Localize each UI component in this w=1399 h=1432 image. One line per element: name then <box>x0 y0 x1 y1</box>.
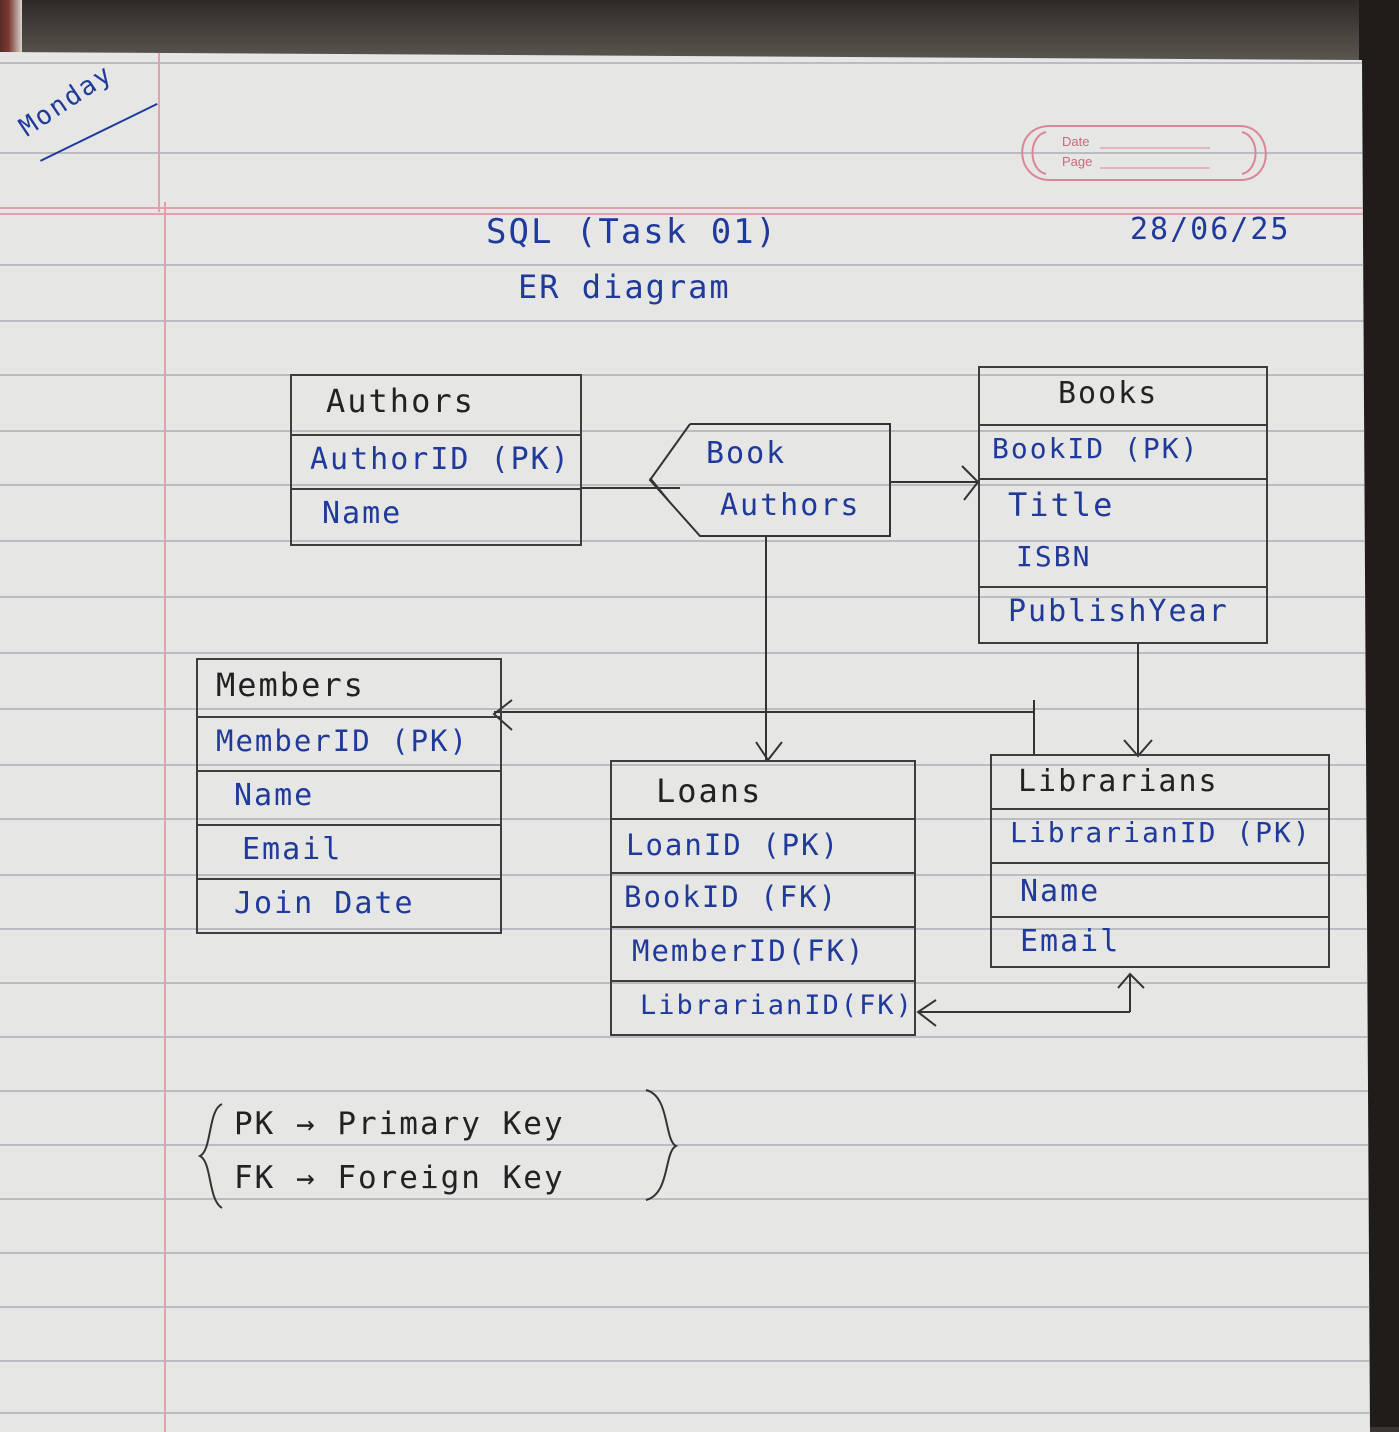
crowfoot-members <box>492 699 513 731</box>
ruled-line <box>0 1198 1370 1200</box>
ruled-line <box>0 982 1370 984</box>
ruled-line <box>0 320 1370 322</box>
table-row: Email <box>992 916 1328 968</box>
margin-line-vertical <box>158 52 160 212</box>
ruled-line <box>0 1252 1370 1254</box>
table-row: Name <box>292 488 580 544</box>
members-field: Name <box>234 778 315 813</box>
books-title: Books <box>1058 376 1159 411</box>
librarians-field: Name <box>1020 874 1101 909</box>
stamp-page-label: Page <box>1062 154 1093 169</box>
crowfoot-loans-librarian <box>916 999 937 1027</box>
ruled-line <box>0 874 1370 876</box>
book-authors-line1: Book <box>706 436 787 471</box>
loans-field: MemberID(FK) <box>632 934 866 968</box>
table-row: Email <box>198 824 500 880</box>
arrow-librarians <box>1117 972 1145 989</box>
members-table: Members MemberID (PK) Name Email Join Da… <box>196 658 502 934</box>
margin-line-vertical <box>164 202 166 1432</box>
ruled-line <box>0 1306 1370 1308</box>
ruled-line <box>0 1036 1370 1038</box>
table-row: PublishYear <box>980 586 1266 642</box>
members-field: Join Date <box>234 886 415 921</box>
table-row: LibrarianID(FK) <box>612 980 914 1036</box>
books-field: PublishYear <box>1008 594 1229 629</box>
ruled-line <box>0 1090 1370 1092</box>
authors-field: AuthorID (PK) <box>310 442 571 477</box>
authors-title: Authors <box>326 382 475 420</box>
page-subtitle: ER diagram <box>518 268 731 306</box>
loans-title: Loans <box>656 772 763 810</box>
book-authors-outline <box>648 423 891 537</box>
loans-field: BookID (FK) <box>624 880 839 914</box>
table-row: BookID (FK) <box>612 872 914 928</box>
ruled-line <box>0 708 1370 710</box>
librarians-field: LibrarianID (PK) <box>1010 816 1312 849</box>
table-row: AuthorID (PK) <box>292 434 580 490</box>
crowfoot-loans <box>755 741 783 762</box>
table-row: Title <box>980 478 1266 534</box>
ruled-line <box>0 596 1370 598</box>
book-authors-line2: Authors <box>720 488 861 523</box>
ruled-line <box>0 1360 1370 1362</box>
legend-left-brace <box>197 1103 223 1209</box>
legend-right-brace <box>645 1089 679 1201</box>
authors-table: Authors AuthorID (PK) Name <box>290 374 582 546</box>
books-field: Title <box>1008 486 1115 524</box>
notebook-page <box>0 52 1370 1432</box>
members-field: MemberID (PK) <box>216 724 469 758</box>
table-row: LoanID (PK) <box>612 818 914 874</box>
stamp-scroll-outline <box>1021 125 1267 181</box>
table-row: ISBN <box>980 532 1266 588</box>
ruled-line <box>0 374 1370 376</box>
books-table: Books BookID (PK) Title ISBN PublishYear <box>978 366 1268 644</box>
table-row: LibrarianID (PK) <box>992 808 1328 864</box>
legend-fk: FK → Foreign Key <box>234 1160 565 1196</box>
ruled-line <box>0 1144 1370 1146</box>
ruled-line <box>0 540 1370 542</box>
ruled-line <box>0 484 1370 486</box>
librarians-field: Email <box>1020 924 1121 959</box>
librarians-table: Librarians LibrarianID (PK) Name Email <box>990 754 1330 968</box>
crowfoot-librarians <box>1123 739 1153 758</box>
librarians-title: Librarians <box>1018 764 1219 799</box>
page-date: 28/06/25 <box>1130 212 1291 247</box>
table-row: Name <box>992 862 1328 918</box>
legend-pk: PK → Primary Key <box>234 1106 565 1142</box>
ruled-line <box>0 928 1370 930</box>
loans-field: LoanID (PK) <box>626 828 841 862</box>
members-field: Email <box>242 832 343 867</box>
desk-background-top <box>0 0 1399 60</box>
table-row: Name <box>198 770 500 826</box>
ruled-line <box>0 264 1370 266</box>
margin-line-horizontal <box>0 207 1370 209</box>
ruled-line <box>0 62 1370 64</box>
books-field: BookID (PK) <box>992 432 1200 465</box>
authors-field: Name <box>322 496 403 531</box>
table-row: MemberID (PK) <box>198 716 500 772</box>
loans-table: Loans LoanID (PK) BookID (FK) MemberID(F… <box>610 760 916 1036</box>
loans-field: LibrarianID(FK) <box>640 990 914 1021</box>
members-title: Members <box>216 666 365 704</box>
books-field: ISBN <box>1016 540 1092 573</box>
margin-line-horizontal <box>0 213 1370 215</box>
ruled-line <box>0 764 1370 766</box>
table-row: BookID (PK) <box>980 424 1266 480</box>
date-page-stamp: Date Page <box>1010 118 1276 188</box>
table-row: MemberID(FK) <box>612 926 914 982</box>
ruled-line <box>0 1412 1370 1414</box>
ruled-line <box>0 152 1370 154</box>
stamp-date-label: Date <box>1062 134 1090 149</box>
ruled-line <box>0 652 1370 654</box>
table-row: Join Date <box>198 878 500 934</box>
page-title: SQL (Task 01) <box>486 212 779 252</box>
